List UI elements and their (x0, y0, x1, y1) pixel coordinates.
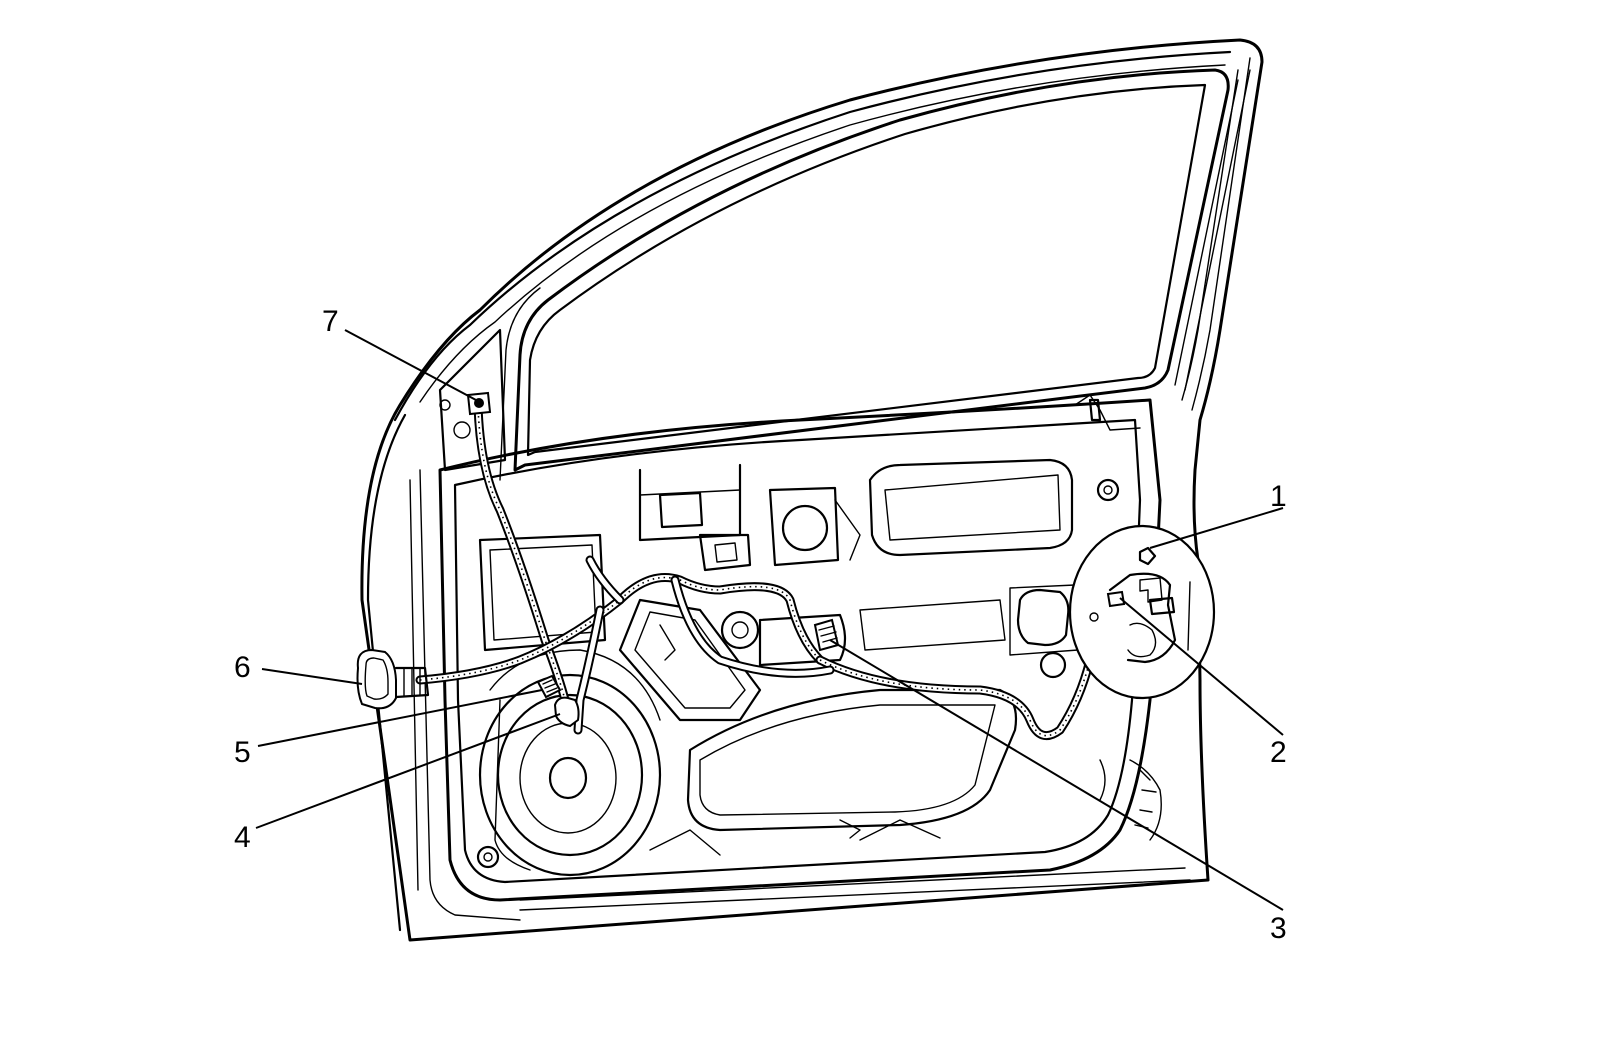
leader-line-2 (1119, 597, 1284, 736)
leader-line-6 (261, 668, 363, 685)
harness-grommet (356, 648, 430, 710)
connector-7 (466, 391, 492, 416)
callout-7: 7 (322, 305, 339, 338)
callout-2: 2 (1270, 736, 1287, 769)
callout-4: 4 (234, 821, 251, 854)
callout-6: 6 (234, 651, 251, 684)
detail-view-circle (1068, 524, 1216, 700)
callout-1: 1 (1270, 480, 1287, 513)
lower-panel-cutout (649, 599, 1018, 856)
window-opening (499, 68, 1251, 481)
callout-5: 5 (234, 736, 251, 769)
connector-5 (536, 674, 562, 699)
door-outer-frame (360, 38, 1264, 942)
connector-3 (813, 618, 840, 652)
callout-labels: 1 2 3 4 5 6 7 (234, 305, 1287, 945)
leader-line-3 (829, 639, 1284, 911)
mirror-mount-area (438, 328, 507, 472)
leader-lines (255, 329, 1284, 911)
window-regulator (618, 598, 762, 722)
leader-line-1 (1149, 507, 1284, 549)
callout-3: 3 (1270, 912, 1287, 945)
speaker (478, 649, 662, 877)
connector-4 (553, 696, 580, 728)
inner-door-panel (409, 394, 1191, 921)
leader-line-4 (255, 713, 561, 829)
latch-area (1099, 759, 1162, 841)
leader-line-5 (257, 689, 543, 747)
leader-line-7 (344, 329, 477, 401)
